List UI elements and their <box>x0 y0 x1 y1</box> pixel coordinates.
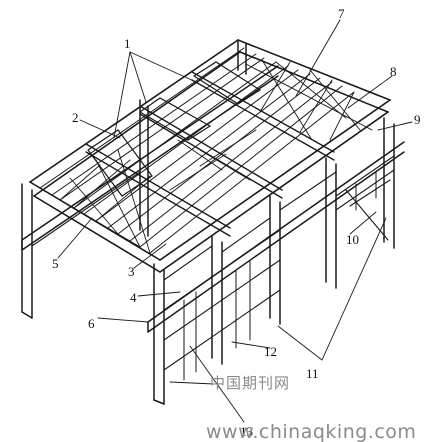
label-7: 7 <box>338 6 345 21</box>
crane-rails <box>21 65 405 333</box>
label-9: 9 <box>414 112 421 127</box>
watermark: 中国期刊网 www.chinaqking.com <box>206 374 416 442</box>
label-5: 5 <box>52 256 59 271</box>
label-6: 6 <box>88 316 95 331</box>
roof-trusses <box>85 71 335 237</box>
watermark-url: www.chinaqking.com <box>206 421 416 442</box>
watermark-chinese: 中国期刊网 <box>210 374 290 392</box>
label-4: 4 <box>130 290 137 305</box>
roof-plates <box>87 61 262 197</box>
wall-girts <box>31 155 395 371</box>
wall-posts <box>183 171 377 381</box>
label-3: 3 <box>128 264 135 279</box>
label-1: 1 <box>124 36 131 51</box>
leader-lines <box>57 19 413 423</box>
label-12: 12 <box>264 344 277 359</box>
frame-structure <box>21 19 413 423</box>
label-13: 13 <box>240 424 253 439</box>
label-2: 2 <box>72 110 79 125</box>
label-11: 11 <box>306 366 319 381</box>
label-8: 8 <box>390 64 397 79</box>
roof-bracing <box>39 59 373 254</box>
label-10: 10 <box>346 232 359 247</box>
part-labels: 1 2 3 4 5 6 7 8 9 10 11 12 13 <box>52 6 421 439</box>
roof-outline <box>29 39 391 273</box>
